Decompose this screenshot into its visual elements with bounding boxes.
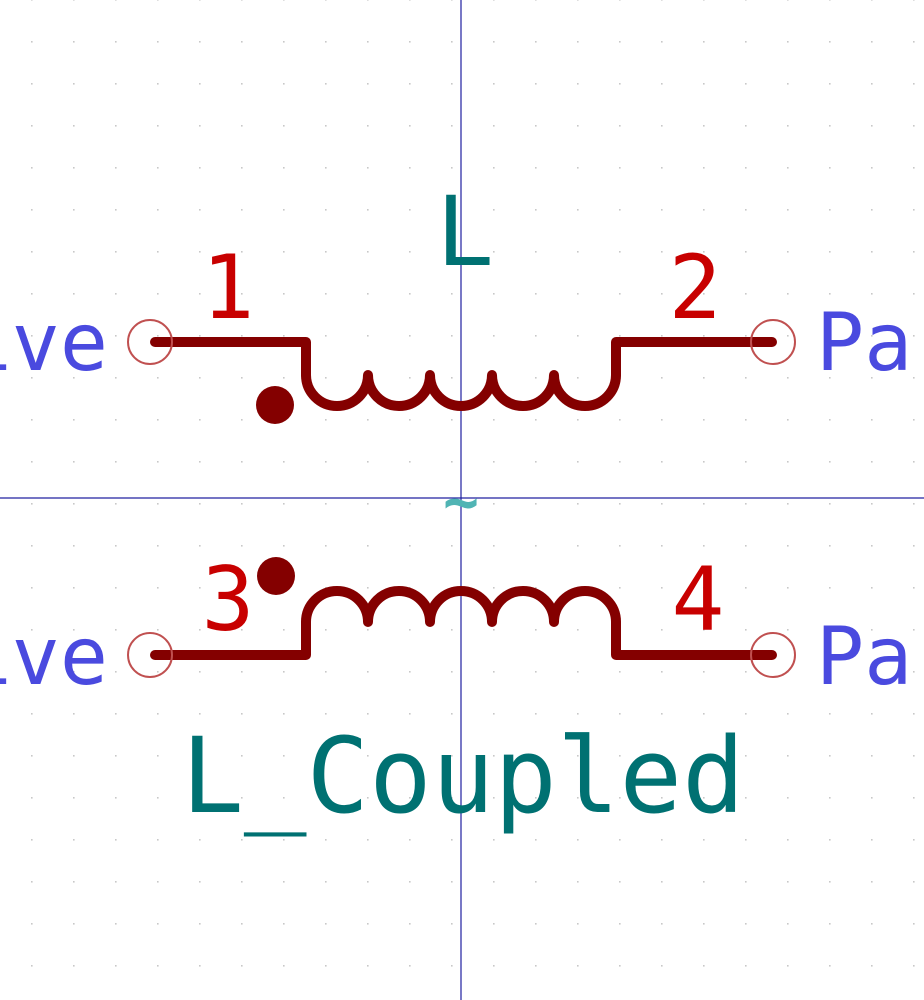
pin-4-number: 4 <box>672 548 725 651</box>
top-winding[interactable] <box>150 337 777 411</box>
pin-2-end-marker[interactable] <box>750 319 796 365</box>
top-winding-lead-right <box>611 337 777 380</box>
pin-2-type-label: Pa <box>816 296 912 389</box>
top-winding-coil <box>301 370 621 411</box>
pin-2-number: 2 <box>669 236 722 339</box>
bottom-polarity-dot <box>257 557 295 595</box>
bottom-winding-lead-right <box>611 617 777 660</box>
bottom-winding-coil <box>301 586 621 627</box>
pin-1-type-label: ive <box>0 296 108 389</box>
pin-3-type-label: ive <box>0 610 108 703</box>
bottom-winding-lead-left <box>150 617 311 660</box>
pin-4-end-marker[interactable] <box>750 632 796 678</box>
bottom-winding[interactable] <box>150 586 777 660</box>
reference-designator[interactable]: L <box>436 176 494 288</box>
pin-3-number: 3 <box>202 548 255 651</box>
top-polarity-dot <box>256 386 294 424</box>
pin-1-number: 1 <box>202 236 255 339</box>
pin-3-end-marker[interactable] <box>127 632 173 678</box>
pin-4-type-label: Pa <box>816 610 912 703</box>
pin-1-end-marker[interactable] <box>127 319 173 365</box>
coupling-indicator: ~ <box>443 467 479 537</box>
top-winding-lead-left <box>150 337 311 380</box>
value-field[interactable]: L_Coupled <box>181 715 745 837</box>
